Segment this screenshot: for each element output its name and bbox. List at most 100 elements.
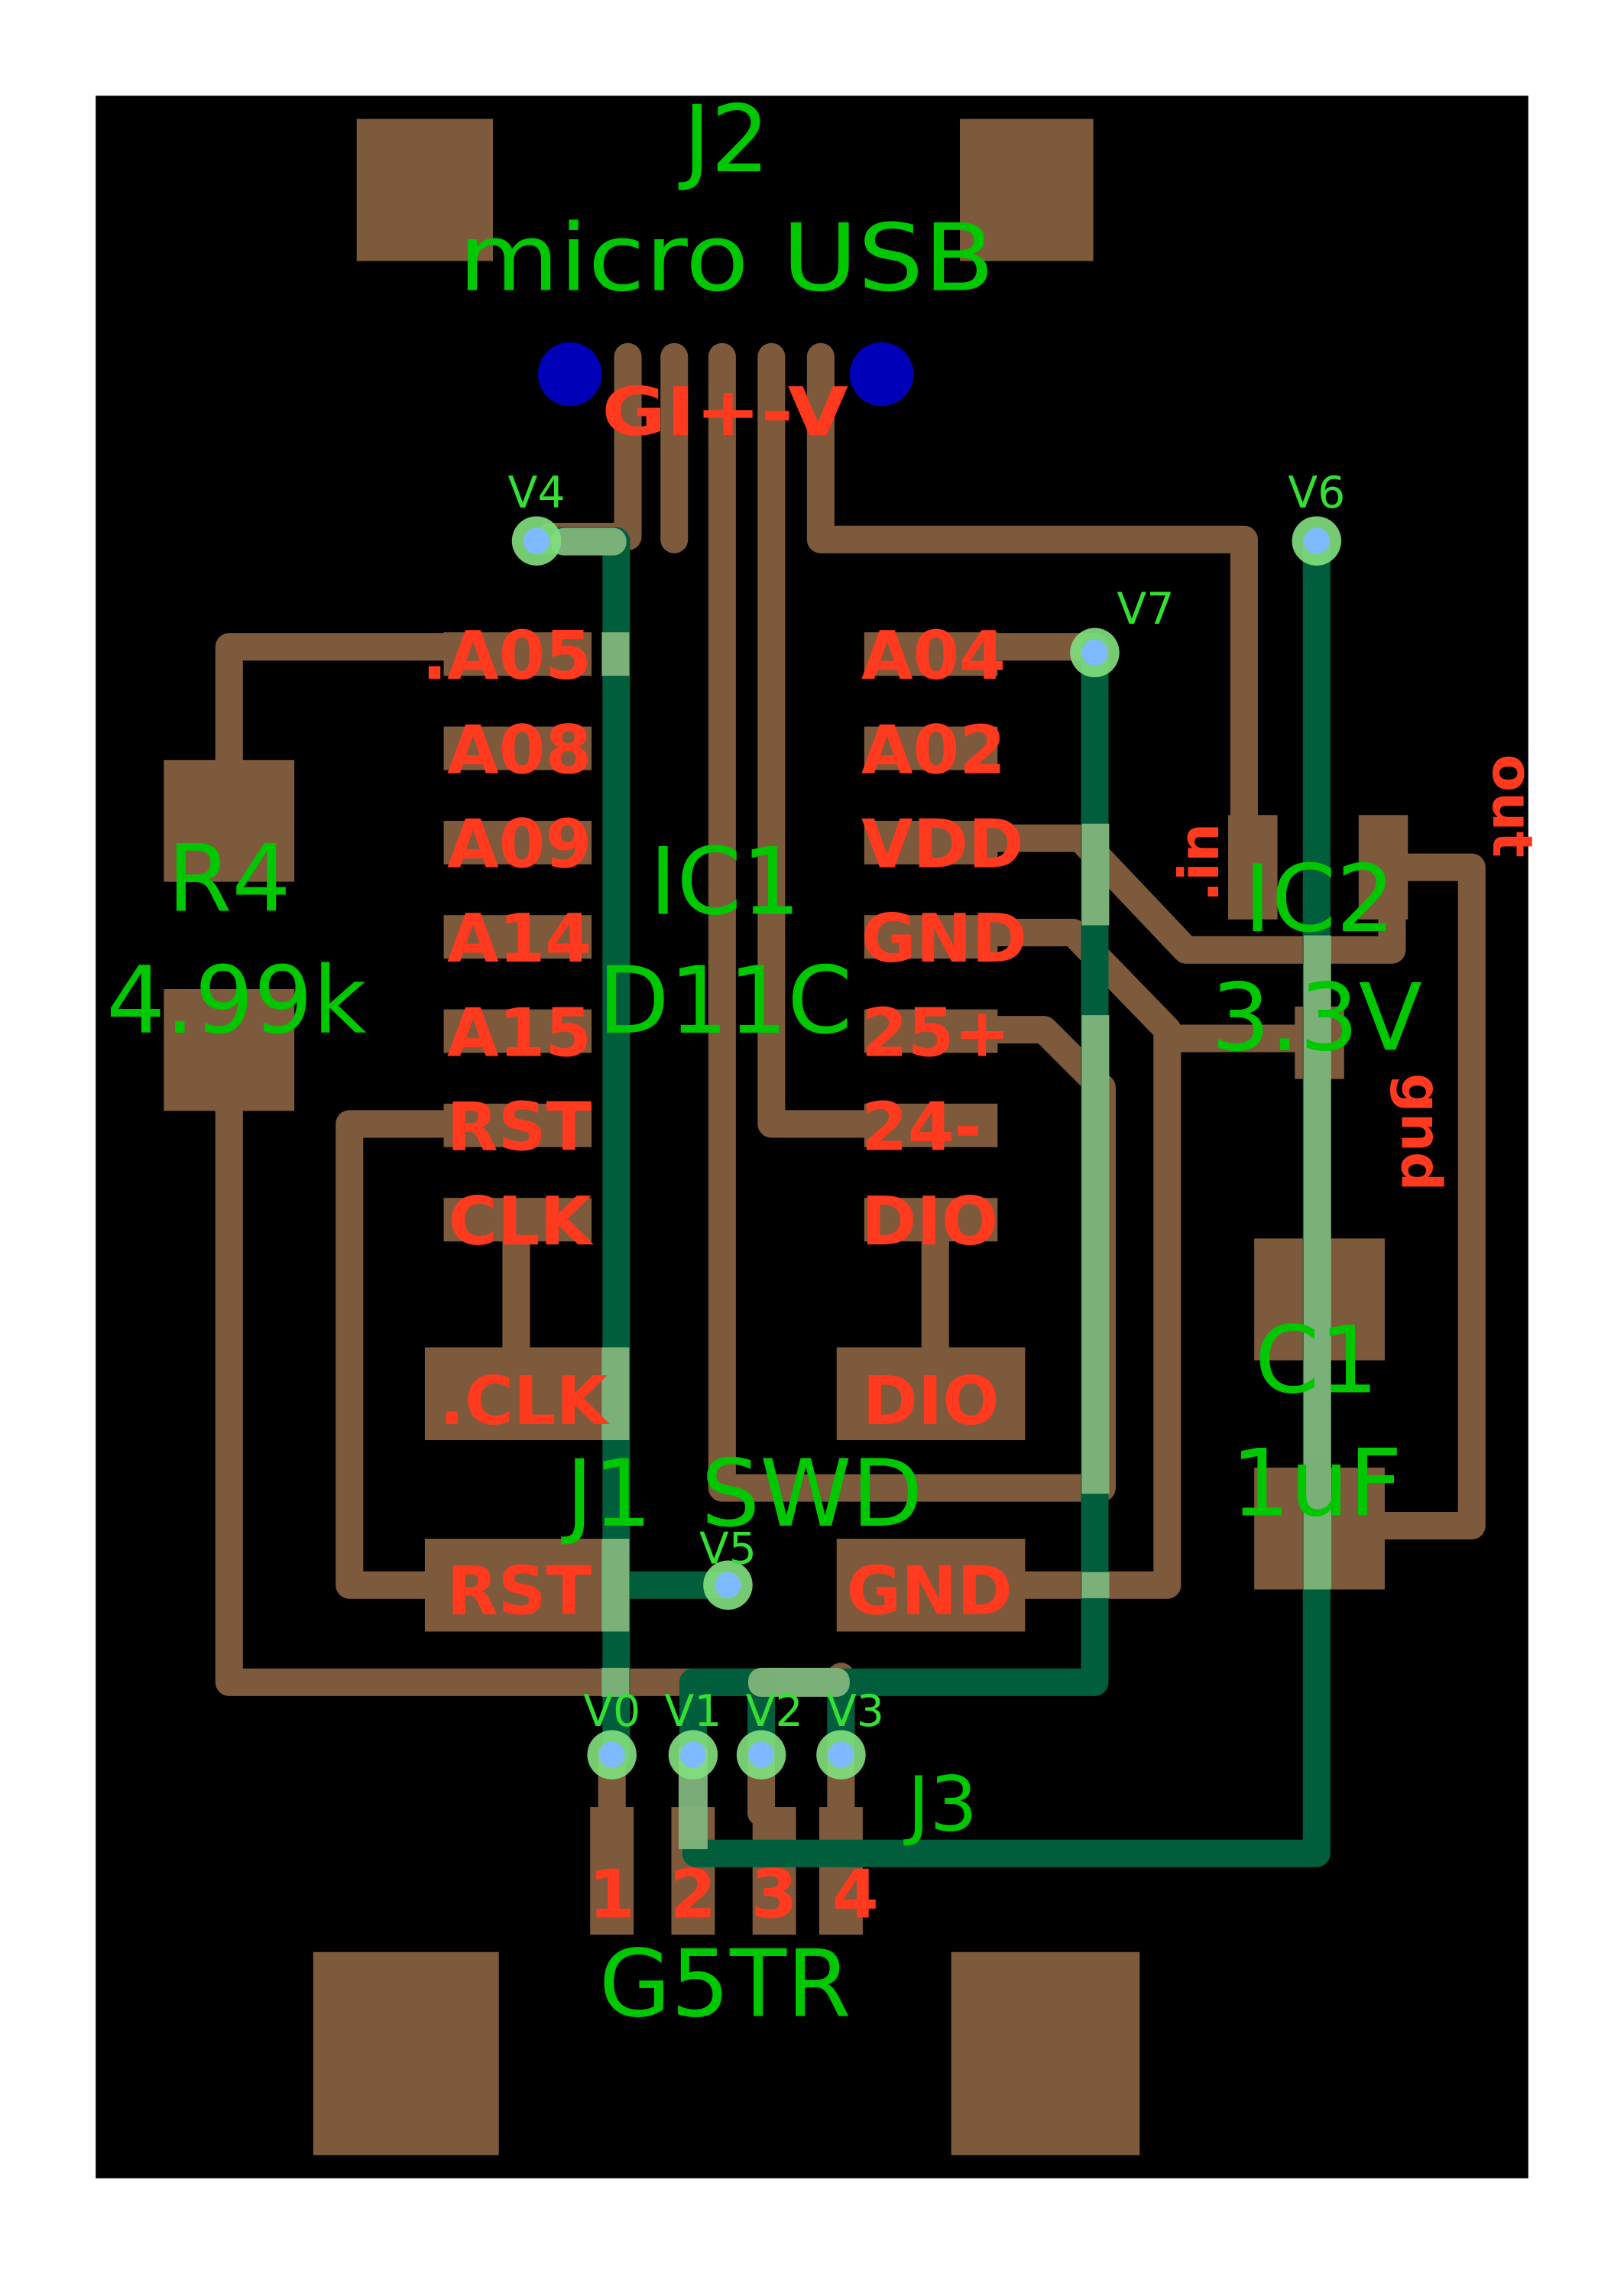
j3-pin-pad <box>590 1807 634 1935</box>
j1-pad-label-rst: RST <box>446 1552 592 1630</box>
ic1-pin-label: DIO <box>861 1182 998 1260</box>
c1-ref: C1 <box>1255 1306 1379 1414</box>
via-v2[interactable] <box>736 1730 786 1780</box>
via-v7[interactable] <box>1070 628 1120 678</box>
ic1-pin-label: CLK <box>449 1182 595 1260</box>
silkscreen: J2 micro USB IC1 D11C R4 4.99k IC2 3.3V … <box>106 85 1422 2038</box>
via-label: V6 <box>1288 468 1345 518</box>
ic1-pin-label: .A05 <box>422 617 592 695</box>
ic1-value: D11C <box>598 946 852 1055</box>
ic1-pad <box>864 915 998 959</box>
ic1-pad <box>443 915 592 959</box>
overlap-region <box>601 1667 630 1697</box>
ic1-pad <box>443 820 592 865</box>
ic1-ref: IC1 <box>650 827 801 936</box>
j3-pin-label: 3 <box>751 1855 798 1933</box>
ic2-pin-label-gnd: gnd <box>1389 1073 1453 1192</box>
via-v6[interactable] <box>1292 516 1342 566</box>
via-label: V1 <box>664 1686 721 1737</box>
j2-mount-pad-right <box>960 118 1094 261</box>
via-v1[interactable] <box>668 1730 718 1780</box>
j1-ref: J1 <box>560 1439 652 1548</box>
j3-pin-label: 4 <box>832 1855 879 1933</box>
r4-pad-2 <box>164 988 295 1111</box>
j1-value: SWD <box>701 1439 923 1548</box>
ic1-pad <box>864 820 998 865</box>
ic1-pad <box>443 632 592 676</box>
ic1-pad <box>443 726 592 770</box>
via-label: V7 <box>1117 584 1174 634</box>
r4-pad-1 <box>164 760 295 882</box>
via-v5[interactable] <box>703 1560 753 1611</box>
ic1-pin-label: 24- <box>861 1088 982 1166</box>
usb-holes <box>537 342 914 407</box>
j1-pad-rst <box>424 1539 622 1632</box>
r4-value: 4.99k <box>106 946 367 1055</box>
overlap-region <box>748 1667 850 1697</box>
ic1-pad <box>864 632 998 676</box>
ic1-pin-label: A02 <box>861 711 1006 789</box>
j3-pin-pad <box>752 1807 796 1935</box>
ic1-pin-label: A15 <box>447 994 592 1072</box>
j2-mount-pad-left <box>356 118 494 261</box>
j3-pin-label: 2 <box>670 1855 717 1933</box>
ic2-pin-label-in: .in <box>1168 823 1232 902</box>
overlap-region <box>1081 1572 1110 1598</box>
via-labels: V4 V6 V7 V5 V0 V1 V2 V3 <box>507 468 1345 1737</box>
j1-pad-gnd <box>836 1539 1026 1632</box>
ic1-pin-label: RST <box>447 1088 592 1166</box>
hole-left <box>537 342 602 407</box>
j3-mount-pad-right <box>951 1951 1140 2156</box>
via-label: V0 <box>583 1686 640 1737</box>
via-label: V2 <box>746 1686 803 1737</box>
ic2-out-trace <box>1370 853 1486 1540</box>
ic1-pad <box>864 726 998 770</box>
ic1-pad <box>443 1103 592 1147</box>
hole-right <box>849 342 914 407</box>
ic1-pad <box>864 1009 998 1053</box>
ic2-pin-label-out: out <box>1480 754 1544 858</box>
overlap-region <box>601 632 630 676</box>
j1-pad-label-gnd: GND <box>847 1552 1013 1630</box>
pad-labels: GI+-V .A05 A08 A09 A14 A15 RST CLK A04 A… <box>422 373 1544 1933</box>
via-v3[interactable] <box>816 1730 866 1780</box>
ic1-pin-label: 25+ <box>861 994 1010 1072</box>
j2-value: micro USB <box>459 203 995 312</box>
c1-value: 1uF <box>1231 1429 1402 1538</box>
ic1-pin-label: VDD <box>861 806 1023 884</box>
ic1-pad <box>443 1009 592 1053</box>
vias <box>511 516 1342 1780</box>
ic1-pin-label: GND <box>861 900 1027 978</box>
ic1-pin-label: A09 <box>447 806 592 884</box>
j3-pin-label: 1 <box>588 1855 635 1933</box>
via-v0[interactable] <box>587 1730 637 1780</box>
ic1-pad <box>864 1103 998 1147</box>
overlap-region <box>1081 823 1110 926</box>
j3-pin-pad <box>818 1807 863 1935</box>
ic1-pin-label: A04 <box>861 617 1006 695</box>
j1-pad-label-clk: .CLK <box>439 1362 611 1440</box>
top-copper-layer <box>164 118 1408 2156</box>
ic1-pin-label: A08 <box>447 711 592 789</box>
ic1-pin-label: A14 <box>447 900 592 978</box>
rst-trace <box>335 1110 458 1599</box>
via-label: V5 <box>699 1523 757 1574</box>
usb-trace-dminus <box>757 342 884 1138</box>
vdd-trace <box>984 824 1406 964</box>
r4-trace-top <box>215 633 458 774</box>
overlap-region <box>1081 1015 1110 1494</box>
via-label: V3 <box>827 1686 884 1737</box>
via-label: V4 <box>507 468 565 518</box>
r4-ref: R4 <box>167 825 291 933</box>
j1-pad-label-dio: DIO <box>863 1362 1000 1440</box>
ic2-ref: IC2 <box>1244 845 1395 953</box>
usb-trace-vbus <box>806 342 1258 884</box>
j2-pin-labels: GI+-V <box>601 373 848 451</box>
layer-overlap <box>550 527 1331 1850</box>
j3-ref: J3 <box>903 1760 977 1848</box>
via-v4[interactable] <box>511 516 562 566</box>
overlap-region <box>601 1347 630 1441</box>
overlap-region <box>601 1539 630 1632</box>
overlap-region <box>1303 1468 1331 1590</box>
